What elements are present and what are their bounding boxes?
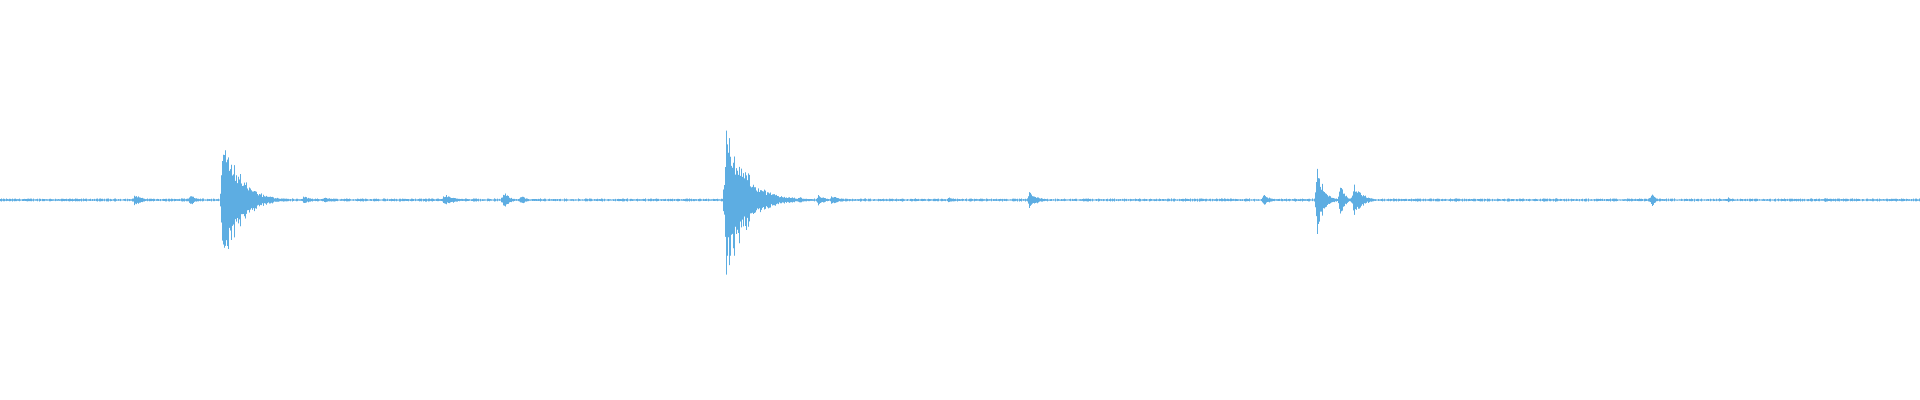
waveform-signal [0, 130, 1920, 275]
